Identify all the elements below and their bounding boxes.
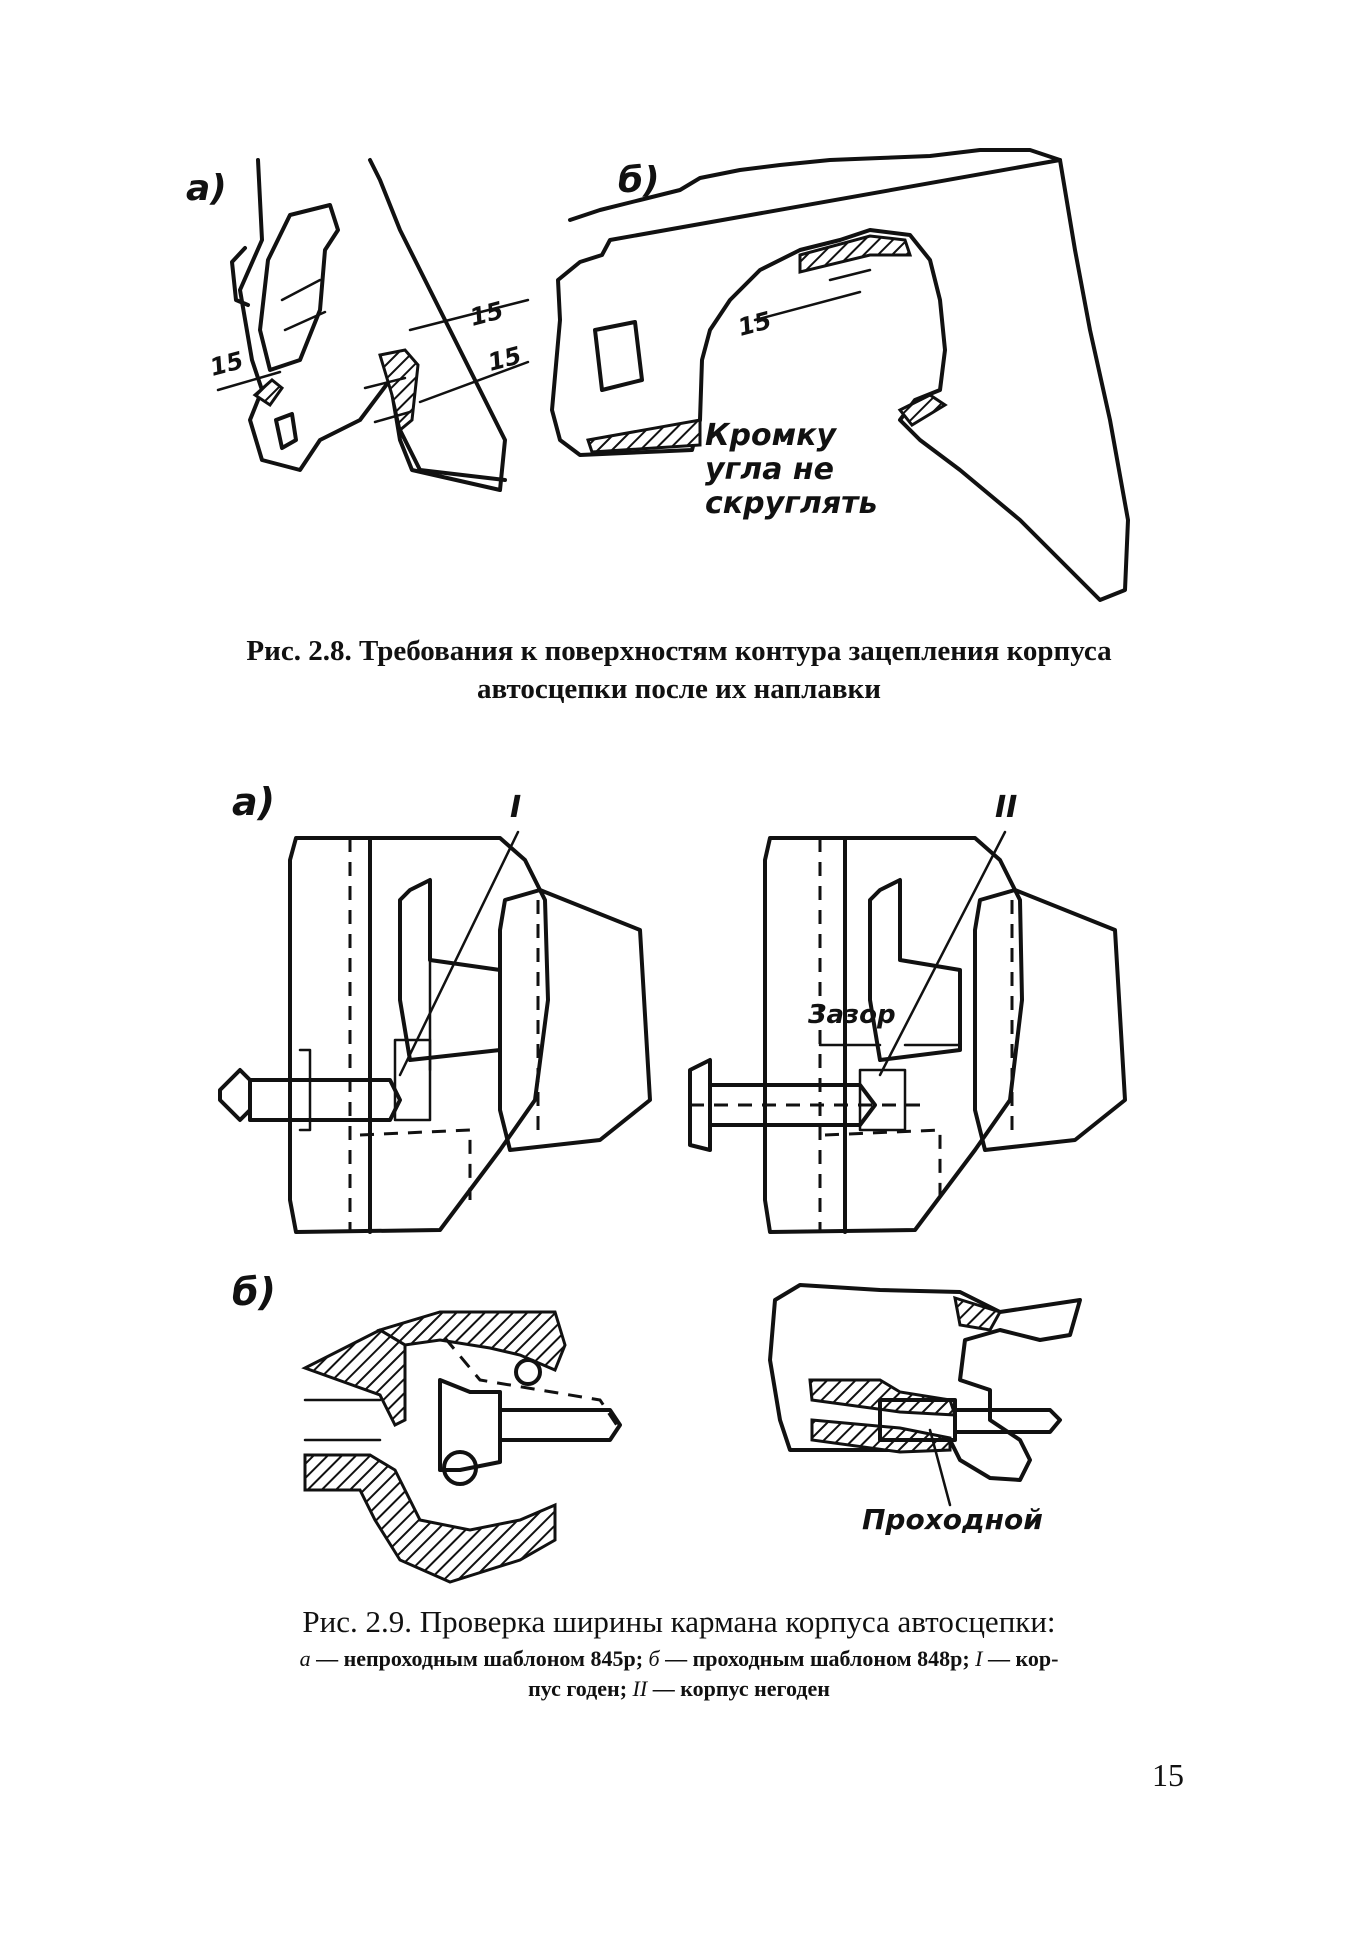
caption-text-b: — проходным шаблоном 848р; xyxy=(659,1646,976,1671)
caption-letter-I: I xyxy=(975,1646,983,1671)
fig29-panel-b-label: б) xyxy=(232,1270,276,1314)
fig29-caption-line2: а — непроходным шаблоном 845р; б — прохо… xyxy=(0,1644,1358,1674)
fig28-note-line2: угла не xyxy=(705,452,834,487)
fig28-panel-a-label: a) xyxy=(186,168,227,209)
page-number: 15 xyxy=(1152,1757,1184,1793)
fig29-gap-label: Зазор xyxy=(808,1000,896,1030)
caption-text-II: — корпус негоден xyxy=(647,1676,830,1701)
fig28-panel-b-label: б) xyxy=(618,160,660,201)
fig29-panel-a-right-drawing xyxy=(688,830,1127,1234)
fig28-caption: Рис. 2.8. Требования к поверхностям конт… xyxy=(0,632,1358,708)
fig28-caption-line1: Рис. 2.8. Требования к поверхностям конт… xyxy=(246,635,1112,667)
fig29-caption-body: а — непроходным шаблоном 845р; б — прохо… xyxy=(0,1644,1358,1704)
caption-line3-start: пус годен; xyxy=(528,1676,633,1701)
caption-letter-a: а xyxy=(299,1646,311,1671)
fig29-pass-label: Проходной xyxy=(862,1503,1043,1536)
fig28-caption-line2: автосцепки после их наплавки xyxy=(477,673,881,705)
fig29-panel-a-left-drawing xyxy=(218,830,652,1234)
fig29-caption-title: Рис. 2.9. Проверка ширины кармана корпус… xyxy=(302,1604,1056,1639)
fig29-panel-b-left-drawing xyxy=(301,1310,622,1584)
fig29-marker-I: I xyxy=(510,790,522,825)
caption-letter-b: б xyxy=(648,1646,660,1671)
caption-text-I: — кор- xyxy=(982,1646,1059,1671)
caption-text-a: — непроходным шаблоном 845р; xyxy=(310,1646,649,1671)
fig29-marker-II: II xyxy=(995,790,1018,825)
fig28-note-line1: Кромку xyxy=(705,418,837,453)
fig28-note-line3: скруглять xyxy=(705,486,878,521)
fig28-panel-a-drawing xyxy=(216,158,530,492)
caption-letter-II: II xyxy=(632,1676,648,1701)
fig29-caption-line3: пус годен; II — корпус негоден xyxy=(0,1674,1358,1704)
fig28-panel-b-drawing xyxy=(550,148,1130,602)
fig29-panel-b-right-drawing xyxy=(768,1283,1082,1507)
fig29-panel-a-label: a) xyxy=(232,780,276,824)
